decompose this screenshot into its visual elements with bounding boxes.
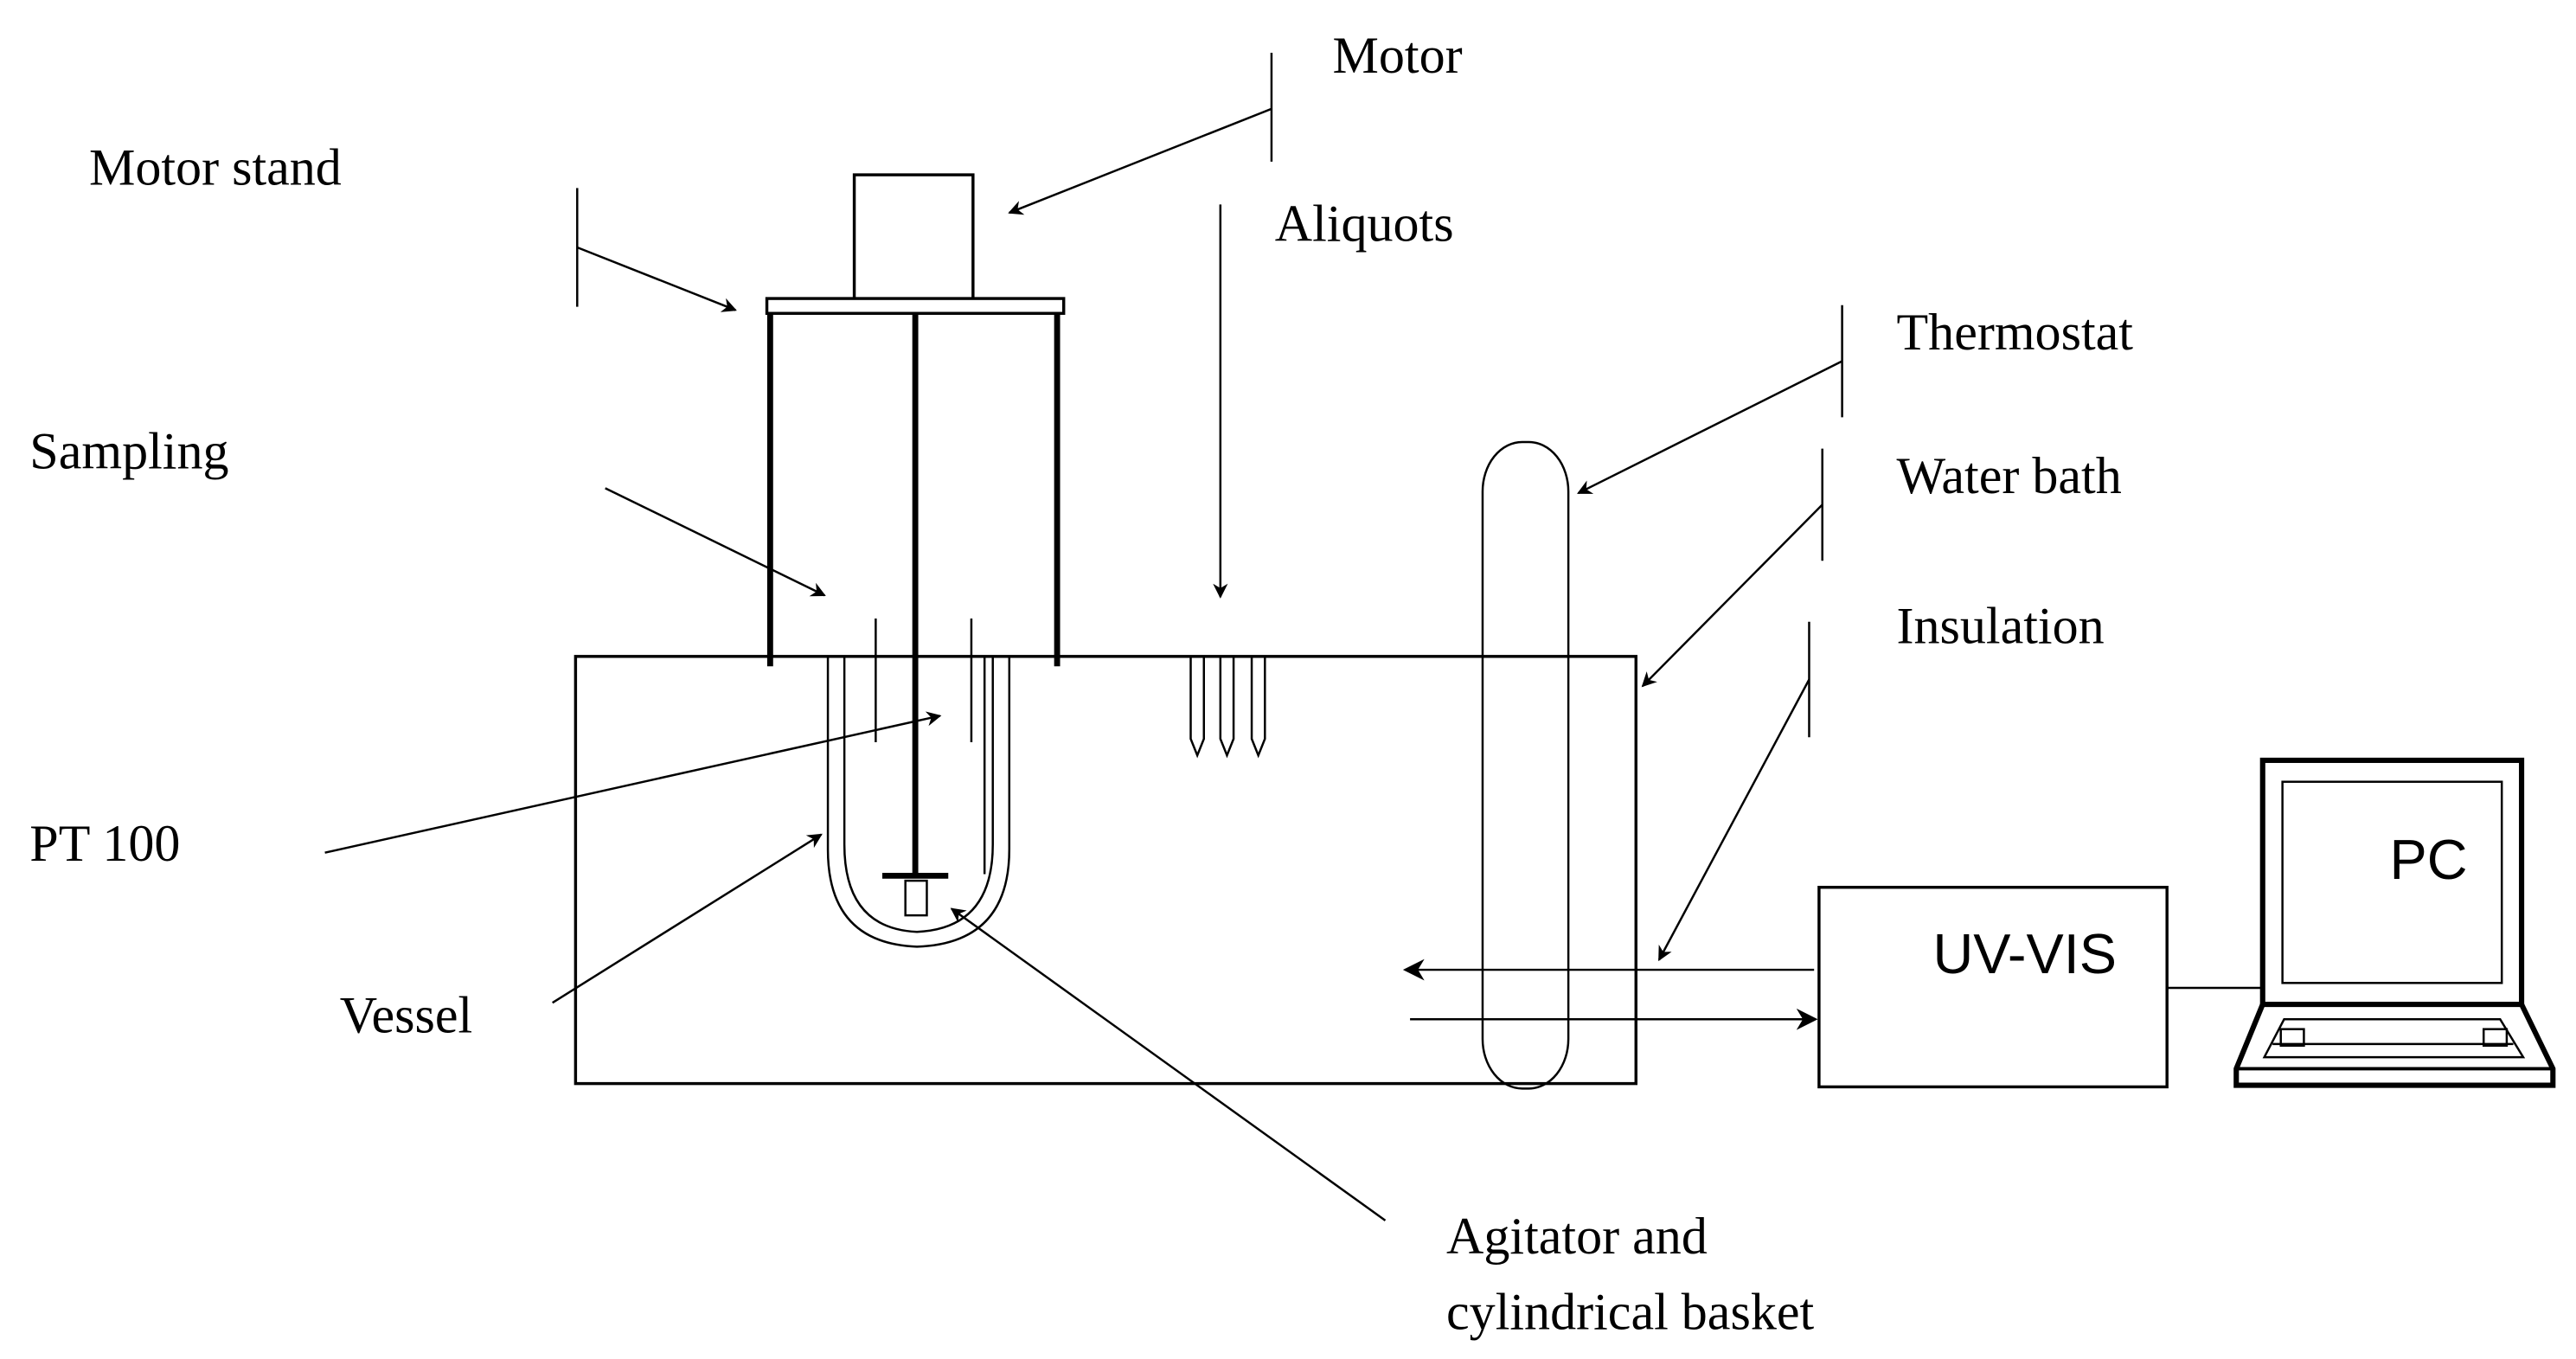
vessel-inner xyxy=(843,656,994,933)
vessel-arrow xyxy=(552,833,823,1004)
aliquot-tube-3 xyxy=(1250,656,1266,759)
label-aliquots: Aliquots xyxy=(1275,194,1454,252)
water-bath-tank xyxy=(574,655,1637,1086)
label-motor-stand: Motor stand xyxy=(89,138,342,196)
insulation-arrow xyxy=(1657,678,1810,962)
motor-body xyxy=(852,173,975,302)
water-bath-arrow xyxy=(1641,503,1823,688)
aliquot-tube-1 xyxy=(1189,656,1206,759)
label-uv-vis: UV-VIS xyxy=(1932,922,2117,985)
cylindrical-basket xyxy=(904,879,928,917)
thermostat-body xyxy=(1481,440,1570,1090)
label-thermostat: Thermostat xyxy=(1897,303,2134,361)
motor-stand-plate xyxy=(765,297,1066,315)
label-sampling: Sampling xyxy=(29,421,228,479)
pt100-arrow xyxy=(324,711,942,854)
agitator-arrow xyxy=(950,907,1387,1221)
thermostat-arrow xyxy=(1577,360,1843,495)
aliquot-tube-2 xyxy=(1219,656,1235,759)
label-agitator-line2: cylindrical basket xyxy=(1446,1283,1814,1341)
motor-stand-arrow xyxy=(576,246,737,312)
label-pt100: PT 100 xyxy=(29,814,180,872)
uv-vis-box xyxy=(1817,886,2169,1089)
label-insulation: Insulation xyxy=(1897,597,2105,655)
vessel-outer xyxy=(826,656,1011,948)
label-pc: PC xyxy=(2390,828,2468,891)
label-motor: Motor xyxy=(1332,26,1462,84)
sampling-arrow xyxy=(605,487,826,597)
label-water-bath: Water bath xyxy=(1897,446,2122,504)
label-vessel: Vessel xyxy=(340,986,472,1044)
motor-arrow xyxy=(1008,107,1272,215)
pc-laptop xyxy=(2233,757,2556,1088)
label-agitator-line1: Agitator and xyxy=(1446,1207,1708,1265)
